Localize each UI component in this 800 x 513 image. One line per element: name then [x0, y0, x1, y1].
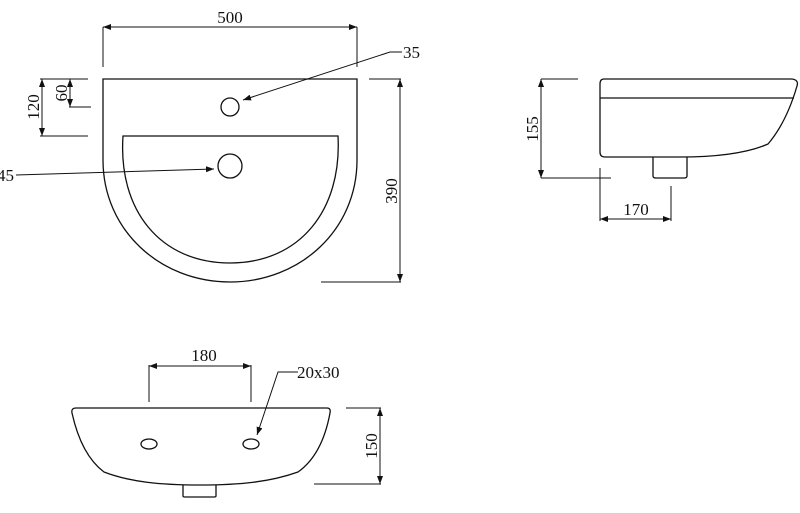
tap-hole: [220, 97, 240, 117]
fixing-hole-left: [140, 438, 158, 450]
side-height-dimension: 155: [523, 116, 542, 142]
depth-dimension: 390: [382, 178, 401, 204]
fixing-hole-leader: [256, 371, 298, 436]
waste-offset-dimension: 170: [623, 200, 649, 219]
front-outline: [71, 407, 331, 486]
width-dimension: 500: [217, 8, 243, 27]
front-height-dimension: 150: [362, 433, 381, 459]
side-outline: [599, 78, 799, 158]
deck-depth-dimension: 120: [24, 94, 43, 120]
tap-hole-dimension: 35: [403, 43, 420, 62]
side-view: 155 170: [523, 78, 799, 222]
waste-hole: [217, 153, 243, 179]
tap-hole-leader: [242, 51, 402, 101]
fixing-hole-dimension: 20x30: [297, 363, 340, 382]
front-view: 180 20x30 150: [71, 346, 383, 498]
fixing-centres-dimension: 180: [191, 346, 217, 365]
fixing-hole-right: [242, 438, 260, 450]
front-waste-outlet: [182, 485, 217, 498]
bowl-outline: [121, 135, 339, 264]
tap-offset-dimension: 60: [52, 85, 71, 102]
top-view: 500 35 45 120 60 390: [0, 8, 420, 283]
waste-hole-leader: [15, 166, 215, 176]
waste-hole-dimension: 45: [0, 166, 14, 185]
basin-outline: [102, 78, 358, 283]
waste-outlet: [652, 157, 688, 179]
